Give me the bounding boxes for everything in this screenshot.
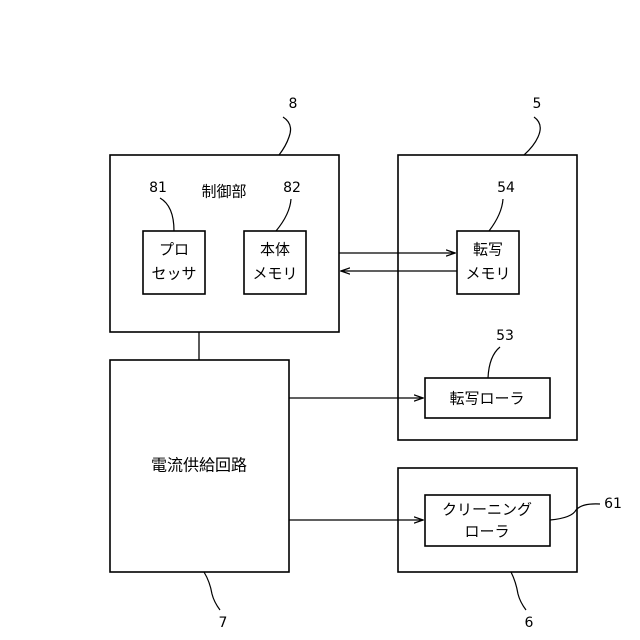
transfer-memory-label-line2: メモリ xyxy=(465,265,510,283)
transfer-unit-ref: 5 xyxy=(533,96,542,112)
main-memory-label-line1: 本体 xyxy=(260,241,290,259)
transfer-unit-block: 5 転写 メモリ 54 転写ローラ 53 xyxy=(398,96,577,440)
main-memory-label-line2: メモリ xyxy=(252,265,297,283)
transfer-roller-ref: 53 xyxy=(496,328,514,344)
processor-label-line1: プロ xyxy=(159,241,189,259)
cleaning-roller-label-line2: ローラ xyxy=(464,523,509,541)
cleaning-roller-label-line1: クリーニング xyxy=(442,501,532,519)
cleaning-unit-block: 6 クリーニング ローラ 61 xyxy=(398,468,622,631)
current-supply-circuit-block: 電流供給回路 7 xyxy=(110,360,289,631)
transfer-unit-ref-leader xyxy=(524,117,540,155)
transfer-memory-ref: 54 xyxy=(497,180,515,196)
control-unit-ref: 8 xyxy=(289,96,298,112)
transfer-memory-label-line1: 転写 xyxy=(473,241,503,259)
processor-ref: 81 xyxy=(149,180,167,196)
current-supply-circuit-ref-leader xyxy=(204,572,220,610)
processor-label-line2: セッサ xyxy=(151,265,196,283)
main-memory-ref: 82 xyxy=(283,180,301,196)
control-unit-block: 制御部 8 プロ セッサ 81 本体 メモリ 82 xyxy=(110,96,339,332)
cleaning-roller-ref: 61 xyxy=(604,496,622,512)
current-supply-circuit-label: 電流供給回路 xyxy=(151,456,247,475)
cleaning-unit-ref: 6 xyxy=(525,615,534,631)
transfer-roller-label: 転写ローラ xyxy=(449,390,524,408)
cleaning-roller-block: クリーニング ローラ 61 xyxy=(425,495,622,546)
current-supply-circuit-ref: 7 xyxy=(219,615,228,631)
cleaning-unit-ref-leader xyxy=(511,572,526,610)
control-unit-ref-leader xyxy=(279,117,291,155)
control-unit-title: 制御部 xyxy=(201,183,246,201)
